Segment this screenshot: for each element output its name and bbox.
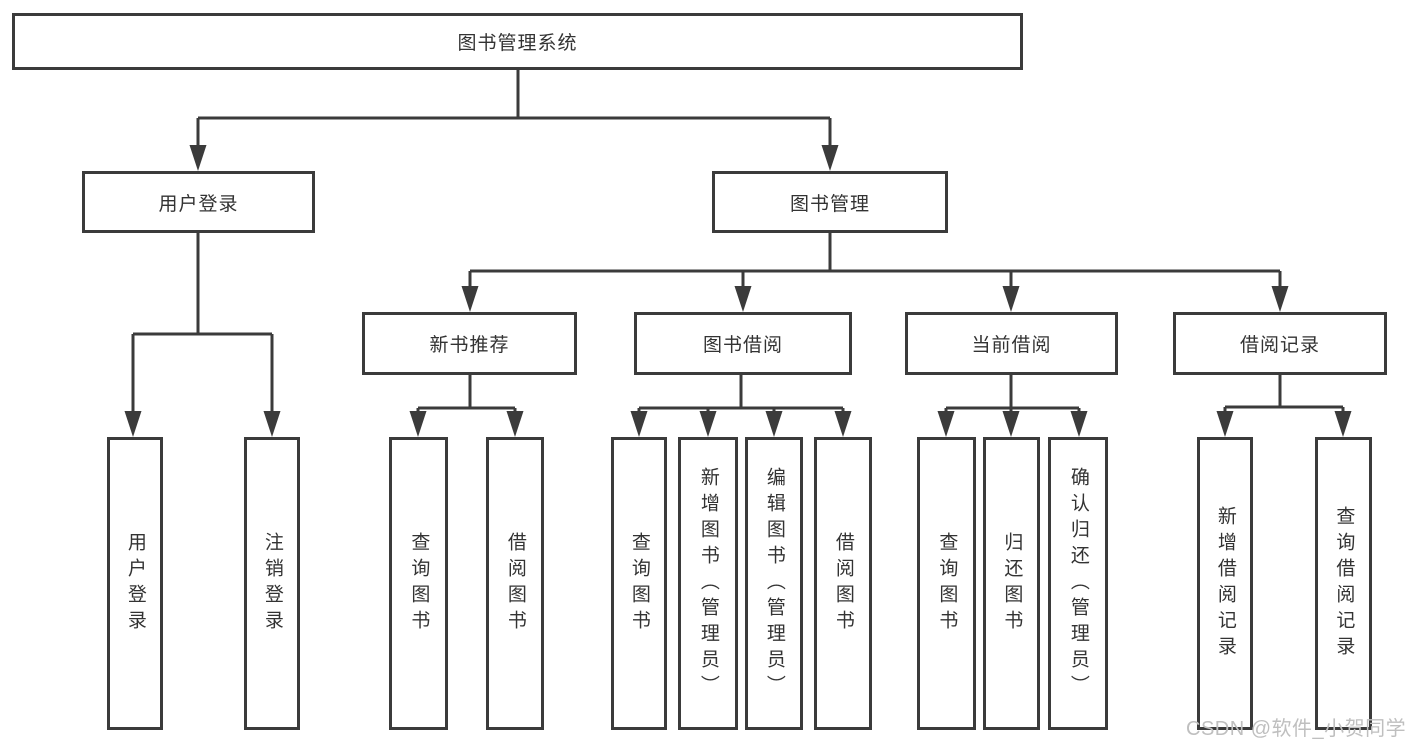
leaf-confirm-return-admin: 确认归还（管理员） <box>1048 437 1108 730</box>
leaf-borrow-books: 借阅图书 <box>814 437 872 730</box>
node-book-management: 图书管理 <box>712 171 948 233</box>
leaf-user-login: 用户登录 <box>107 437 163 730</box>
node-current-borrow: 当前借阅 <box>905 312 1118 375</box>
edge-arrowhead <box>124 411 142 437</box>
leaf-borrow-query-books-label: 查询图书 <box>628 531 650 636</box>
leaf-recommend-query-books-label: 查询图书 <box>408 531 430 636</box>
edge-arrowhead <box>1002 411 1020 437</box>
edge-arrowhead <box>189 145 207 171</box>
leaf-edit-book-admin-label: 编辑图书（管理员） <box>763 466 785 701</box>
edge-arrowhead <box>1070 411 1088 437</box>
leaf-borrow-query-books: 查询图书 <box>611 437 667 730</box>
leaf-return-books: 归还图书 <box>983 437 1040 730</box>
node-borrow-records: 借阅记录 <box>1173 312 1387 375</box>
node-book-borrow-label: 图书借阅 <box>702 335 783 356</box>
leaf-add-borrow-record-label: 新增借阅记录 <box>1214 505 1236 662</box>
edge-arrowhead <box>699 411 717 437</box>
leaf-confirm-return-admin-label: 确认归还（管理员） <box>1067 466 1089 701</box>
edge-arrowhead <box>1216 411 1234 437</box>
leaf-logout-login: 注销登录 <box>244 437 300 730</box>
edge-arrowhead <box>821 145 839 171</box>
edge-arrowhead <box>937 411 955 437</box>
node-new-book-recommend: 新书推荐 <box>362 312 577 375</box>
node-user-login: 用户登录 <box>82 171 315 233</box>
leaf-edit-book-admin: 编辑图书（管理员） <box>745 437 803 730</box>
leaf-current-query-books-label: 查询图书 <box>936 531 958 636</box>
leaf-return-books-label: 归还图书 <box>1001 531 1023 636</box>
edge-arrowhead <box>461 286 479 312</box>
edge-arrowhead <box>1002 286 1020 312</box>
leaf-borrow-books-label: 借阅图书 <box>832 531 854 636</box>
edge-arrowhead <box>409 411 427 437</box>
leaf-add-book-admin: 新增图书（管理员） <box>678 437 738 730</box>
leaf-query-borrow-record: 查询借阅记录 <box>1315 437 1372 730</box>
edge-arrowhead <box>765 411 783 437</box>
leaf-user-login-label: 用户登录 <box>124 531 146 636</box>
edge-arrowhead <box>734 286 752 312</box>
node-borrow-records-label: 借阅记录 <box>1239 335 1320 356</box>
edge-arrowhead <box>506 411 524 437</box>
node-root: 图书管理系统 <box>12 13 1023 70</box>
leaf-current-query-books: 查询图书 <box>917 437 976 730</box>
leaf-query-borrow-record-label: 查询借阅记录 <box>1333 505 1355 662</box>
edge-arrowhead <box>1271 286 1289 312</box>
node-new-book-recommend-label: 新书推荐 <box>429 335 510 356</box>
leaf-logout-login-label: 注销登录 <box>261 531 283 636</box>
node-root-label: 图书管理系统 <box>457 33 578 54</box>
leaf-add-book-admin-label: 新增图书（管理员） <box>697 466 719 701</box>
leaf-recommend-query-books: 查询图书 <box>389 437 448 730</box>
node-book-management-label: 图书管理 <box>789 193 870 215</box>
edge-arrowhead <box>1334 411 1352 437</box>
edge-arrowhead <box>630 411 648 437</box>
leaf-add-borrow-record: 新增借阅记录 <box>1197 437 1253 730</box>
edge-arrowhead <box>263 411 281 437</box>
watermark: CSDN @软件_小贺同学 <box>1186 718 1405 740</box>
leaf-recommend-borrow-books-label: 借阅图书 <box>504 531 526 636</box>
edge-arrowhead <box>834 411 852 437</box>
node-current-borrow-label: 当前借阅 <box>971 335 1052 356</box>
node-book-borrow: 图书借阅 <box>634 312 852 375</box>
leaf-recommend-borrow-books: 借阅图书 <box>486 437 544 730</box>
node-user-login-label: 用户登录 <box>158 193 239 215</box>
